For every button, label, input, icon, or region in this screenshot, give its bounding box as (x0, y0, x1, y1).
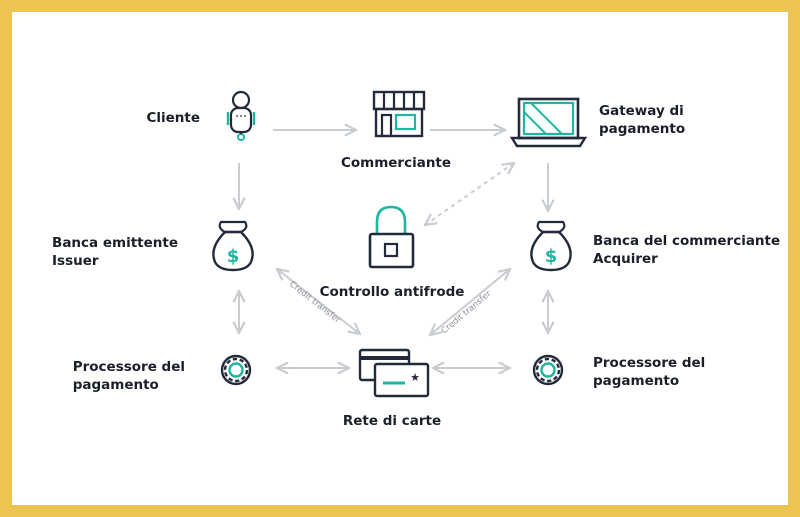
banca-emittente-label: Banca emittente Issuer (52, 234, 178, 270)
rete-di-carte-label: Rete di carte (343, 412, 441, 430)
processore-left-label: Processore del pagamento (73, 358, 185, 394)
banca-commerciante-line1: Banca del commerciante (593, 233, 781, 249)
processore-right-label: Processore del pagamento (593, 354, 705, 390)
svg-text:$: $ (227, 246, 240, 267)
money-bag-icon-acquirer: $ (530, 220, 572, 272)
arrow-antifrode-gateway (425, 163, 514, 225)
controllo-antifrode-text: Controllo antifrode (319, 284, 465, 300)
person-icon (226, 90, 256, 141)
rete-di-carte-text: Rete di carte (342, 413, 442, 429)
cards-icon: ★ (358, 348, 430, 398)
controllo-antifrode-label: Controllo antifrode (320, 283, 465, 301)
money-bag-icon: $ (212, 220, 254, 272)
svg-text:$: $ (545, 246, 558, 267)
banca-commerciante-label: Banca del commerciante Acquirer (593, 232, 780, 268)
banca-emittente-line1: Banca emittente (52, 235, 178, 251)
gateway-label: Gateway di pagamento (599, 102, 685, 138)
diagram-frame (12, 12, 788, 505)
laptop-icon (509, 97, 588, 148)
processore-right-line2: pagamento (593, 373, 680, 389)
processore-left-line1: Processore del (72, 359, 185, 375)
gear-icon-left (220, 354, 252, 386)
arrow-credit-right (430, 269, 510, 335)
commerciante-label-text: Commerciante (340, 155, 452, 171)
cliente-label: Cliente (146, 109, 200, 127)
padlock-icon (368, 205, 415, 269)
processore-right-line1: Processore del (593, 355, 706, 371)
banca-commerciante-line2: Acquirer (593, 251, 658, 267)
commerciante-label: Commerciante (341, 154, 451, 172)
gateway-label-line1: Gateway di (599, 103, 684, 119)
svg-text:★: ★ (410, 371, 420, 384)
cliente-label-text: Cliente (146, 110, 200, 126)
processore-left-line2: pagamento (72, 377, 159, 393)
gateway-label-line2: pagamento (599, 121, 686, 137)
banca-emittente-line2: Issuer (52, 253, 99, 269)
gear-icon-right (532, 354, 564, 386)
store-icon (372, 90, 426, 138)
arrow-credit-left (277, 269, 360, 334)
